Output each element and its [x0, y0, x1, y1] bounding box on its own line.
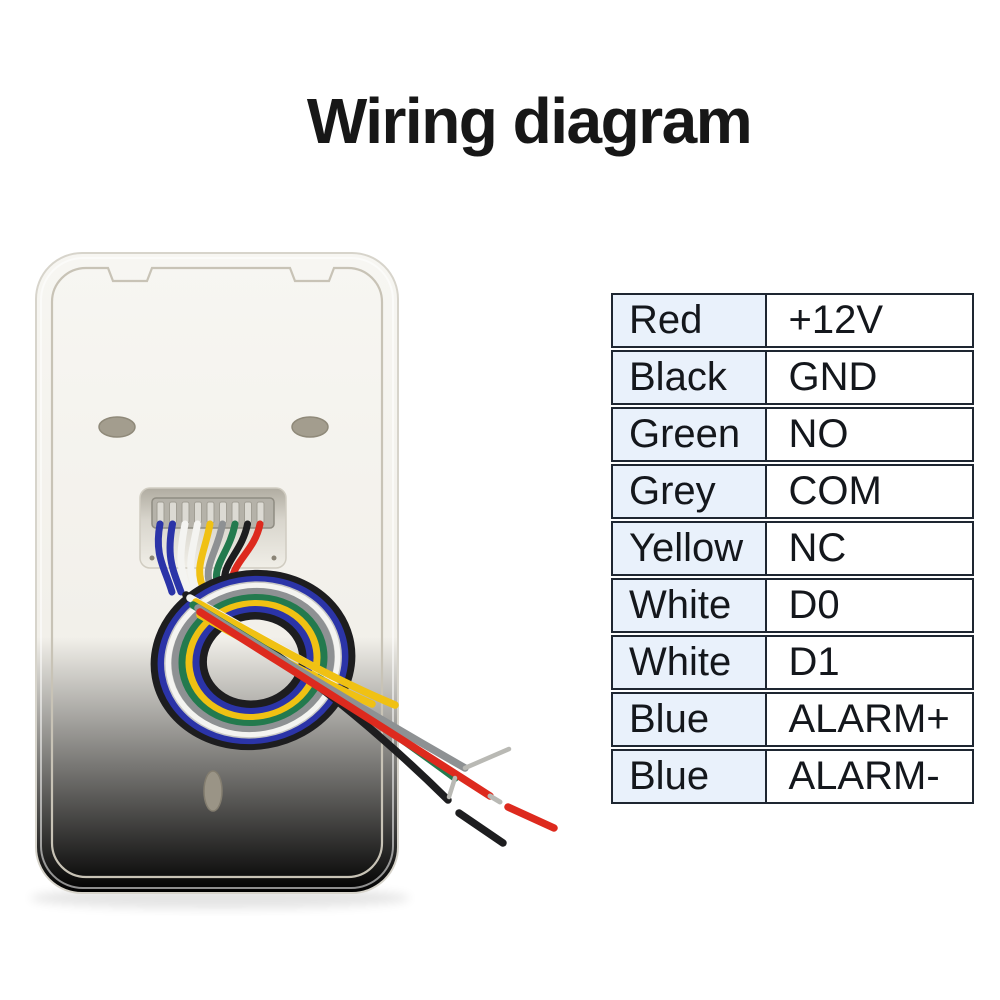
table-row: Yellow NC	[611, 521, 974, 576]
connector-pin	[194, 501, 202, 524]
wire-exit-strands	[182, 591, 558, 847]
connector-pin	[256, 501, 265, 524]
wire-coil-yellow	[185, 599, 321, 721]
wire-tip-grey-bare	[462, 746, 512, 771]
wire-function-cell: D1	[764, 635, 974, 690]
wire-tip-red-bare	[487, 793, 503, 805]
wire-function-cell: NC	[764, 521, 974, 576]
connector-pin	[231, 501, 240, 524]
wire-color-cell: Black	[611, 350, 767, 405]
wire-tip-black	[455, 809, 507, 847]
wire-function-cell: ALARM-	[764, 749, 974, 804]
wire-tip-red	[504, 803, 558, 832]
wire-color-cell: Grey	[611, 464, 767, 519]
wire-strand-blue	[166, 520, 185, 596]
page-title: Wiring diagram	[306, 85, 753, 157]
wire-function-cell: GND	[764, 350, 974, 405]
wire-coil-blue	[192, 606, 314, 714]
wire-coil-blue	[157, 575, 349, 745]
connector-pin	[244, 501, 252, 524]
wire-strand-red	[196, 608, 494, 800]
wire-function-cell: D0	[764, 578, 974, 633]
wire-color-cell: Blue	[611, 692, 767, 747]
wiring-table: Red +12V Black GND Green NO Grey COM Yel…	[611, 293, 974, 804]
table-row: White D1	[611, 635, 974, 690]
wire-color-cell: Yellow	[611, 521, 767, 576]
wire-strand-white	[177, 520, 193, 596]
table-row: Blue ALARM+	[611, 692, 974, 747]
device-body-highlight	[40, 257, 394, 889]
table-row: Green NO	[611, 407, 974, 462]
device-photo	[30, 252, 558, 909]
wire-color-cell: White	[611, 578, 767, 633]
connector-pins	[156, 501, 265, 524]
mounting-hole-right	[291, 416, 329, 438]
wire-coil-grey	[171, 587, 335, 733]
connector-pin	[219, 501, 227, 524]
mounting-hole-left	[98, 416, 136, 438]
wire-strand-yellow	[192, 598, 399, 709]
wire-color-cell: Blue	[611, 749, 767, 804]
wire-color-cell: Red	[611, 293, 767, 348]
table-row: White D0	[611, 578, 974, 633]
wire-function-cell: NO	[764, 407, 974, 462]
screw-hole-bottom	[203, 770, 223, 812]
table-row: Grey COM	[611, 464, 974, 519]
connector-pin	[169, 501, 177, 524]
wire-coil-white	[165, 582, 341, 738]
wire-strand-white	[187, 520, 201, 596]
wire-color-cell: White	[611, 635, 767, 690]
wire-function-cell: +12V	[764, 293, 974, 348]
table-row: Black GND	[611, 350, 974, 405]
wire-function-cell: COM	[764, 464, 974, 519]
wire-coil-green	[178, 593, 328, 727]
wire-color-cell: Green	[611, 407, 767, 462]
wire-coil-black	[150, 569, 356, 751]
table-row: Blue ALARM-	[611, 749, 974, 804]
connector-pin	[206, 501, 215, 524]
connector-pin	[181, 501, 190, 524]
device-groove	[50, 266, 384, 879]
connector-pin	[156, 501, 165, 524]
table-row: Red +12V	[611, 293, 974, 348]
wire-coil	[150, 569, 356, 751]
wire-strand-blue	[154, 520, 176, 596]
wire-coil-black	[199, 612, 307, 708]
recess-screw-left	[149, 555, 155, 561]
wire-tip-green-bare	[446, 775, 458, 800]
recess-screw-right	[271, 555, 277, 561]
wire-function-cell: ALARM+	[764, 692, 974, 747]
